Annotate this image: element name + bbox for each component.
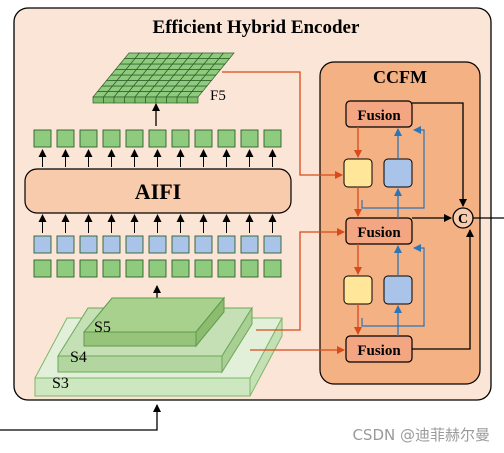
input-token <box>240 259 259 278</box>
aifi-block <box>24 168 292 214</box>
aifi-input-arrows <box>38 214 277 233</box>
embed-token <box>263 235 282 254</box>
output-token <box>217 129 236 148</box>
f5-feature-grid <box>92 52 235 104</box>
ccfm-title: CCFM <box>373 67 427 87</box>
concat-symbol: C <box>458 212 468 227</box>
f5-label: F5 <box>210 88 226 104</box>
output-token <box>125 129 144 148</box>
f5-front-cell <box>187 96 199 104</box>
input-token <box>263 259 282 278</box>
f5-front-cell <box>166 96 178 104</box>
output-token <box>56 129 75 148</box>
input-token <box>102 259 121 278</box>
upsample-block-bottom <box>343 275 373 305</box>
upsample-block-top <box>343 158 373 188</box>
input-token <box>217 259 236 278</box>
fusion-top-to-concat <box>412 102 467 207</box>
embed-token <box>79 235 98 254</box>
s5-label: S5 <box>94 319 111 336</box>
input-token <box>171 259 190 278</box>
fusion-bottom-to-concat <box>412 229 474 350</box>
blue-skip-2 <box>361 126 425 209</box>
f5-front-cell <box>124 96 136 104</box>
f5-front-cell <box>145 96 157 104</box>
embed-token <box>148 235 167 254</box>
embed-token <box>56 235 75 254</box>
output-token <box>194 129 213 148</box>
s3-label: S3 <box>52 375 69 392</box>
f5-front-cell <box>155 96 167 104</box>
output-token <box>263 129 282 148</box>
aifi-output-arrows <box>38 149 277 167</box>
fusion-top-label: Fusion <box>357 108 401 124</box>
input-token <box>194 259 213 278</box>
embed-token <box>171 235 190 254</box>
input-token <box>125 259 144 278</box>
fusion-middle-label: Fusion <box>357 225 401 241</box>
feature-s5 <box>82 296 226 348</box>
blue-skip-1 <box>361 244 425 327</box>
input-token <box>148 259 167 278</box>
input-token <box>79 259 98 278</box>
fusion-middle <box>345 217 413 245</box>
embed-token <box>194 235 213 254</box>
downsample-block-top <box>383 158 413 188</box>
aifi-label: AIFI <box>135 179 181 204</box>
embed-token <box>125 235 144 254</box>
s4-to-ccfm-arrow <box>256 228 345 331</box>
f5-front-cell <box>176 96 188 104</box>
encoder-title: Efficient Hybrid Encoder <box>153 17 360 38</box>
embed-token <box>33 235 52 254</box>
input-token <box>33 259 52 278</box>
flattened-s5-tokens <box>33 259 282 278</box>
s4-label: S4 <box>70 349 87 366</box>
watermark: CSDN @迪菲赫尔曼 <box>352 426 490 444</box>
output-token <box>148 129 167 148</box>
input-token <box>56 259 75 278</box>
f5-cell <box>218 52 235 59</box>
output-token <box>102 129 121 148</box>
output-token <box>171 129 190 148</box>
f5-front-cell <box>103 96 115 104</box>
output-token <box>79 129 98 148</box>
embed-token <box>217 235 236 254</box>
fusion-top <box>345 100 413 128</box>
f5-front-cell <box>92 96 104 104</box>
f5-front-cell <box>113 96 125 104</box>
embed-token <box>102 235 121 254</box>
fusion-bottom-label: Fusion <box>357 343 401 359</box>
output-token <box>240 129 259 148</box>
backbone-input-line <box>0 404 161 431</box>
output-token <box>33 129 52 148</box>
embed-token <box>240 235 259 254</box>
f5-to-ccfm-arrow <box>222 71 343 179</box>
f5-front-cell <box>134 96 146 104</box>
aifi-output-tokens <box>33 129 282 148</box>
downsample-block-bottom <box>383 275 413 305</box>
positional-embedding-tokens <box>33 235 282 254</box>
